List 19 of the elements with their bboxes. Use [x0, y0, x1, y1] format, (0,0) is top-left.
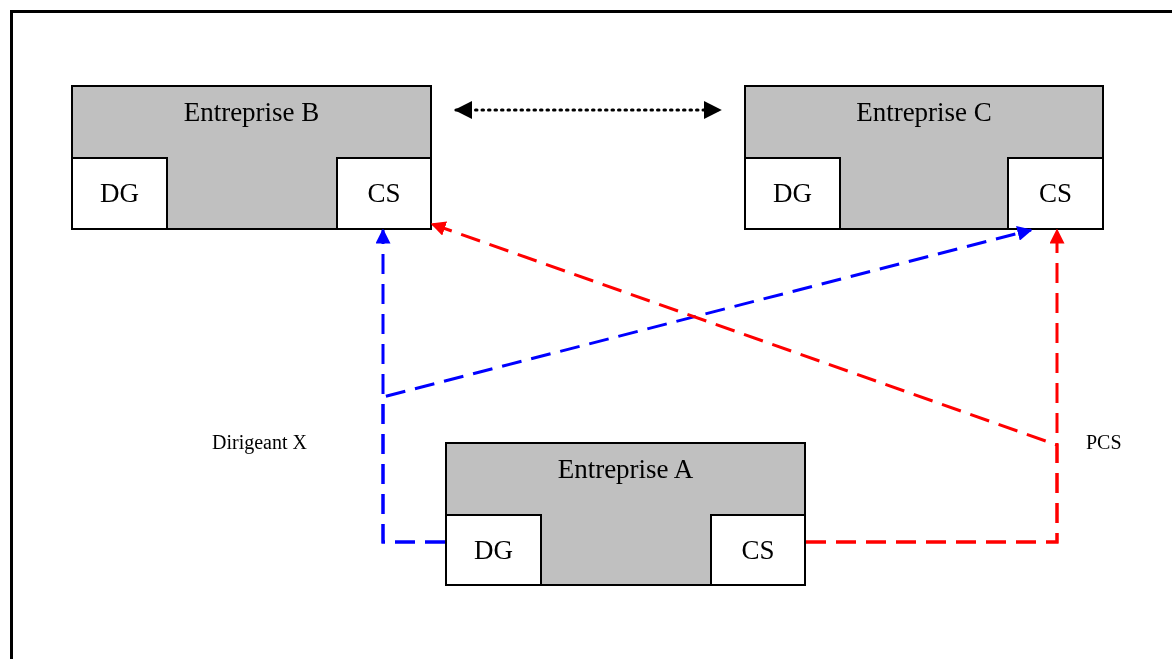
role-label: DG	[474, 536, 513, 564]
role-box	[710, 514, 806, 586]
role-label: CS	[741, 536, 775, 564]
company-name: Entreprise A	[556, 456, 695, 483]
role-box	[336, 157, 432, 230]
role-label: CS	[1039, 180, 1072, 207]
role-box	[445, 514, 542, 586]
role-box	[1007, 157, 1104, 230]
role-box	[71, 157, 168, 230]
role-label: CS	[367, 180, 401, 207]
company-box	[445, 442, 806, 586]
role-box	[744, 157, 841, 230]
company-box	[744, 85, 1104, 230]
company-name: Entreprise B	[182, 99, 321, 126]
role-label: DG	[773, 180, 812, 207]
company-box	[71, 85, 432, 230]
company-name: Entreprise C	[855, 99, 993, 126]
dotted-arrow	[454, 101, 722, 119]
role-label: DG	[100, 180, 139, 207]
